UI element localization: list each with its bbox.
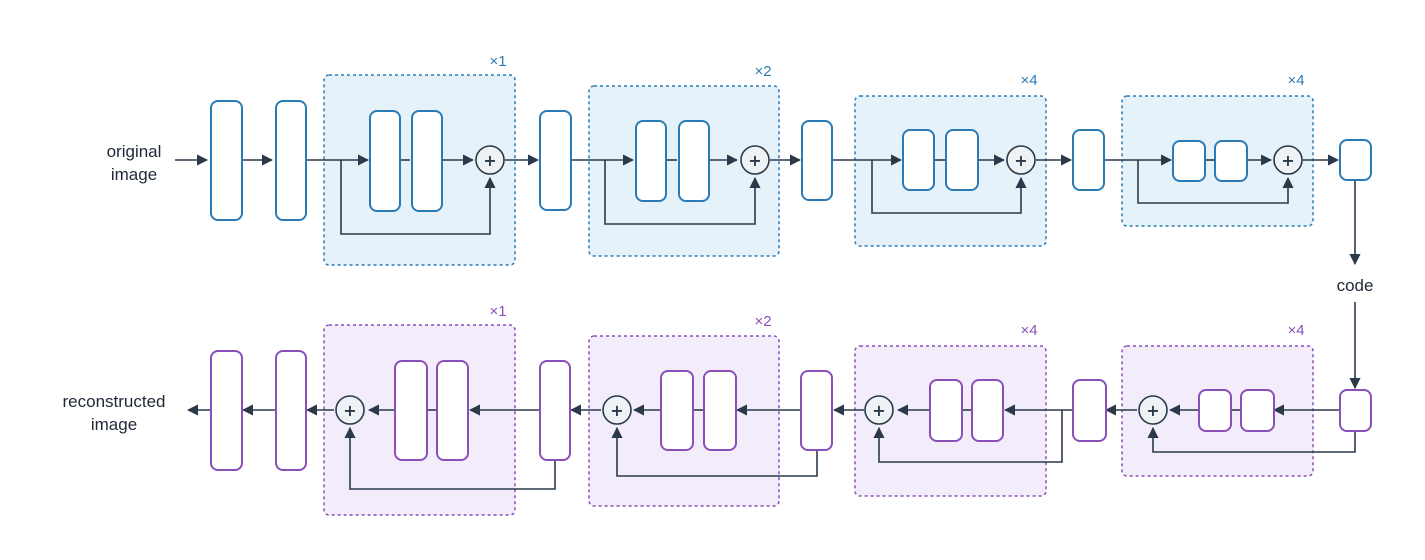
- encoder-layer: [678, 120, 710, 202]
- input-label-line-2: image: [111, 165, 157, 184]
- adder-icon: +: [1006, 145, 1036, 175]
- decoder-layer: [660, 370, 694, 451]
- adder-icon: +: [1138, 395, 1168, 425]
- svg-text:+: +: [483, 151, 496, 170]
- svg-text:+: +: [1014, 151, 1027, 170]
- decoder-layer: [1072, 379, 1107, 442]
- decoder-layer: [1240, 389, 1275, 432]
- decoder-layer: [971, 379, 1004, 442]
- text-labels: original image reconstructed image code: [63, 142, 1374, 434]
- code-label: code: [1337, 276, 1374, 295]
- svg-text:+: +: [1281, 151, 1294, 170]
- encoder-layer: [369, 110, 401, 212]
- skip-connection: [871, 160, 1027, 214]
- adder-icon: +: [475, 145, 505, 175]
- encoder-group-4-multiplier: ×4: [1287, 72, 1304, 89]
- svg-text:+: +: [610, 401, 623, 420]
- adder-icon: +: [335, 395, 365, 425]
- encoder-layer: [275, 100, 307, 221]
- decoder-layer: [210, 350, 243, 471]
- adder-icon: +: [740, 145, 770, 175]
- svg-text:+: +: [748, 151, 761, 170]
- skip-connection: [1137, 160, 1294, 204]
- output-label-line-2: image: [91, 415, 137, 434]
- svg-text:+: +: [872, 401, 885, 420]
- adder-icon: +: [602, 395, 632, 425]
- adder-icon: +: [864, 395, 894, 425]
- encoder-layer: [1072, 129, 1105, 191]
- decoder-input-layer: [1339, 389, 1372, 432]
- output-label-line-1: reconstructed: [63, 392, 166, 411]
- decoder-layers: [210, 350, 1372, 471]
- encoder-layer: [902, 129, 935, 191]
- decoder-layer: [394, 360, 428, 461]
- skip-connection: [340, 160, 496, 235]
- code-layer: [1339, 139, 1372, 181]
- decoder-layer: [436, 360, 469, 461]
- skip-connection: [344, 426, 556, 490]
- skip-connection: [1147, 426, 1356, 453]
- encoder-group-2-multiplier: ×2: [754, 63, 771, 80]
- svg-text:+: +: [343, 401, 356, 420]
- encoder-layer: [539, 110, 572, 211]
- decoder-layer: [800, 370, 833, 451]
- encoder-layer: [801, 120, 833, 201]
- decoder-group-3-multiplier: ×4: [1020, 322, 1037, 339]
- encoder-edges: [175, 154, 1361, 266]
- skip-connection: [611, 426, 818, 477]
- decoder-layer: [539, 360, 571, 461]
- decoder-group-2-multiplier: ×2: [754, 313, 771, 330]
- encoder-group-3-multiplier: ×4: [1020, 72, 1037, 89]
- skip-connection: [873, 410, 1063, 463]
- decoder-group-4-multiplier: ×4: [1287, 322, 1304, 339]
- encoder-layers: [210, 100, 1372, 221]
- skip-connection: [604, 160, 761, 225]
- encoder-layer: [1172, 140, 1206, 182]
- encoder-layer: [210, 100, 243, 221]
- decoder-layer: [275, 350, 307, 471]
- encoder-layer: [1214, 140, 1248, 182]
- input-label-line-1: original: [107, 142, 162, 161]
- decoder-layer: [703, 370, 737, 451]
- adder-icon: +: [1273, 145, 1303, 175]
- decoder-group-1-multiplier: ×1: [489, 303, 506, 320]
- adders: + + + + + + + +: [335, 145, 1303, 425]
- encoder-layer: [945, 129, 979, 191]
- decoder-edges: [186, 302, 1361, 490]
- encoder-layer: [411, 110, 443, 212]
- decoder-layer: [929, 379, 963, 442]
- svg-text:+: +: [1146, 401, 1159, 420]
- encoder-layer: [635, 120, 667, 202]
- decoder-layer: [1198, 389, 1232, 432]
- encoder-group-1-multiplier: ×1: [489, 53, 506, 70]
